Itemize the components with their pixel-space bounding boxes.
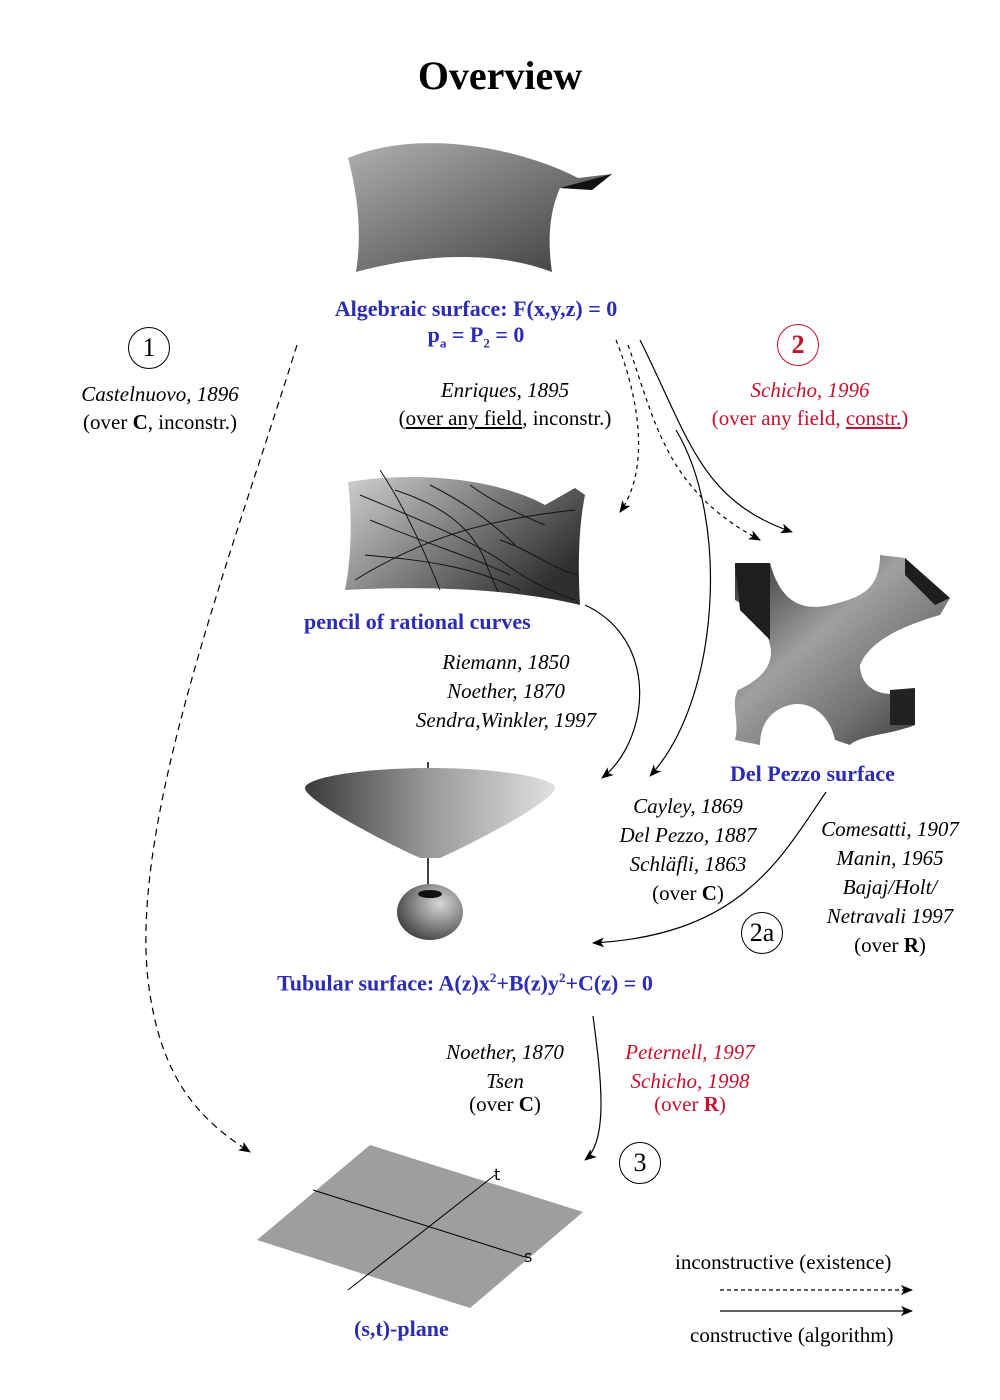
step-circle-2a: 2a: [741, 912, 783, 954]
node-del-pezzo-surface: Del Pezzo surface: [730, 761, 895, 786]
saddle-surface-image: [348, 143, 612, 272]
step-circle-3: 3: [619, 1142, 661, 1184]
pencil-surface-image: [345, 469, 585, 605]
arrow-comesatti: [592, 791, 827, 948]
arrow-enriques-delpezzo: [627, 344, 761, 541]
ref-cayley-delpezzo-schlafli: Cayley, 1869 Del Pezzo, 1887 Schläfli, 1…: [619, 794, 757, 905]
ref-schicho-1996: Schicho, 1996 (over any field, constr.): [711, 378, 909, 430]
ref-peternell-schicho: Peternell, 1997 Schicho, 1998 (over R): [625, 1040, 755, 1116]
arrow-riemann: [584, 604, 641, 779]
arrow-castelnuovo: [145, 344, 298, 1153]
st-plane-image: [257, 1145, 583, 1308]
legend-inconstructive: inconstructive (existence): [675, 1250, 892, 1274]
axis-t-label: t: [494, 1165, 501, 1184]
axis-s-label: s: [524, 1247, 533, 1266]
ref-noether-tsen: Noether, 1870 Tsen (over C): [446, 1040, 564, 1116]
arrow-schicho-delpezzo: [639, 339, 793, 534]
node-tubular-surface: Tubular surface: A(z)x2+B(z)y2+C(z) = 0: [277, 970, 653, 996]
arrow-enriques-pencil: [615, 339, 640, 513]
tubular-surface-image: [305, 762, 555, 940]
node-pencil-rational-curves: pencil of rational curves: [304, 609, 531, 634]
ref-castelnuovo: Castelnuovo, 1896 (over C, inconstr.): [81, 382, 239, 434]
step-circle-2: 2: [777, 324, 819, 366]
ref-comesatti-manin-bajaj: Comesatti, 1907 Manin, 1965 Bajaj/Holt/ …: [821, 817, 959, 957]
genus-condition: pa = P2 = 0: [427, 322, 525, 351]
ref-enriques: Enriques, 1895 (over any field, inconstr…: [398, 378, 612, 430]
node-algebraic-surface: Algebraic surface: F(x,y,z) = 0 pa = P2 …: [276, 296, 676, 351]
node-st-plane: (s,t)-plane: [354, 1316, 449, 1341]
del-pezzo-surface-image: [734, 555, 950, 745]
arrow-tubular-plane: [584, 1015, 602, 1161]
ref-riemann-noether-sendra: Riemann, 1850 Noether, 1870 Sendra,Winkl…: [415, 650, 597, 732]
arrow-cayley: [649, 429, 711, 777]
step-circle-1: 1: [128, 327, 170, 369]
page-title: Overview: [417, 53, 583, 98]
legend-constructive: constructive (algorithm): [690, 1323, 894, 1347]
